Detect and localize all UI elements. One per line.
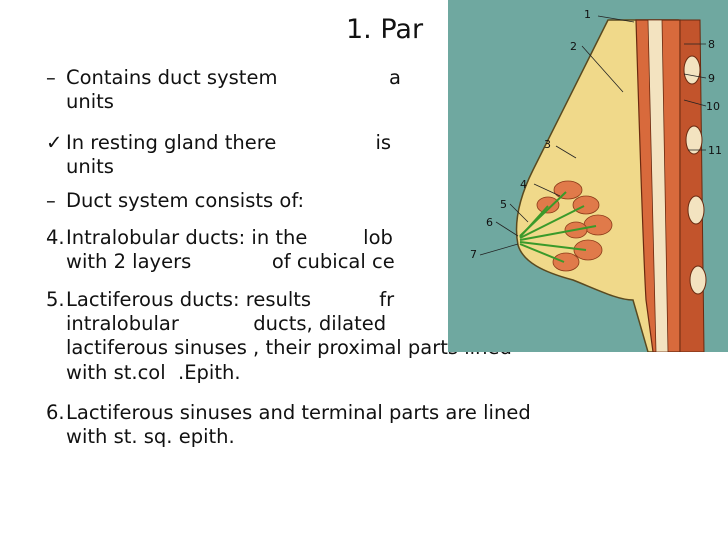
bullet-marker: – (46, 189, 56, 212)
bullet-marker: – (46, 66, 56, 89)
figure-label: 8 (708, 38, 715, 51)
list-number: 6. (46, 401, 65, 424)
bullet-text: with st.col .Epith. (66, 361, 241, 384)
figure-label: 3 (544, 138, 551, 151)
rib (683, 55, 701, 85)
checkmark-icon: ✓ (46, 131, 63, 154)
figure-label: 6 (486, 216, 493, 229)
bullet-text: with 2 layers of cubical ce (66, 250, 395, 273)
rib (687, 195, 705, 225)
figure-label: 4 (520, 178, 527, 191)
list-number: 4. (46, 226, 65, 249)
figure-label: 7 (470, 248, 477, 261)
bullet-text: intralobular ducts, dilated (66, 312, 387, 335)
figure-label: 1 (584, 8, 591, 21)
rib (685, 125, 703, 155)
lactiferous-ducts (519, 191, 597, 263)
lobules (536, 180, 613, 272)
bullet-text: units (66, 155, 114, 178)
bullet-text: Lactiferous sinuses and terminal parts a… (66, 401, 531, 424)
bullet-text: Intralobular ducts: in the lob (66, 226, 393, 249)
bullet-text: Contains duct system a (66, 66, 401, 89)
slide-title: 1. Par (346, 14, 424, 45)
bullet-text: In resting gland there is (66, 131, 392, 154)
bullet-text: units (66, 90, 114, 113)
figure-label: 9 (708, 72, 715, 85)
rib (689, 265, 707, 295)
bullet-text: with st. sq. epith. (66, 425, 235, 448)
label-leaders (479, 15, 707, 256)
bullet-text: lactiferous sinuses , their proximal par… (66, 336, 512, 359)
breast-anatomy-figure: 1 2 3 4 5 6 7 8 9 10 11 (448, 0, 728, 352)
figure-label: 5 (500, 198, 507, 211)
fatty-tissue (515, 19, 679, 352)
fascia-band (647, 19, 669, 352)
list-number: 5. (46, 288, 65, 311)
figure-label: 2 (570, 40, 577, 53)
figure-label: 10 (706, 100, 720, 113)
bullet-text: Duct system consists of: (66, 189, 305, 212)
bullet-text: Lactiferous ducts: results fr (66, 288, 395, 311)
figure-label: 11 (708, 144, 722, 157)
